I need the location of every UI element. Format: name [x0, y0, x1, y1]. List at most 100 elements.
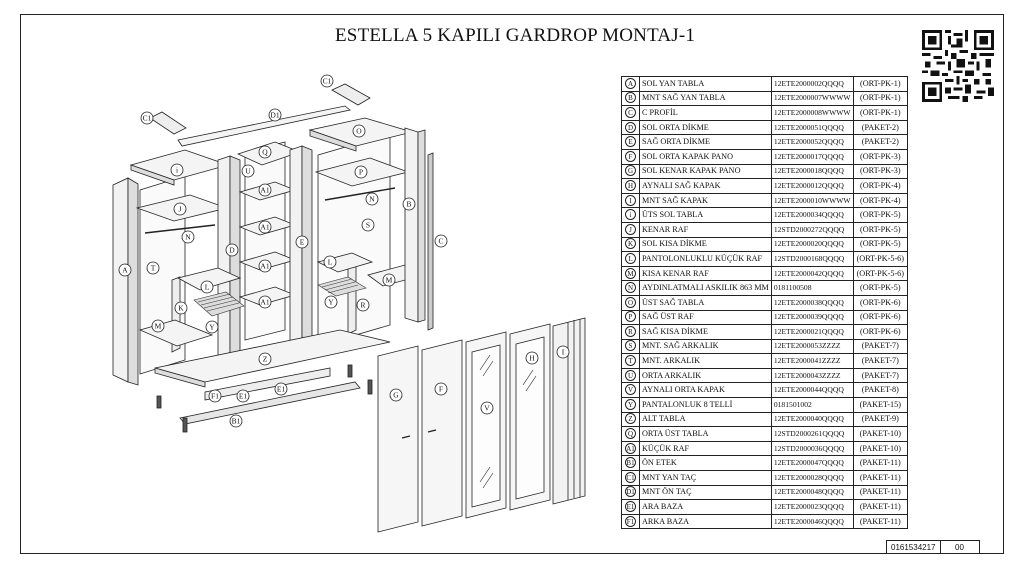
- part-code-cell: C1: [621, 470, 640, 486]
- part-ref-cell: 12ETE2000038QQQQ: [770, 294, 854, 311]
- part-name-cell: ORTA ÜST TABLA: [639, 426, 772, 442]
- part-code-badge: S: [625, 340, 636, 352]
- part-code-cell: I: [621, 192, 640, 209]
- part-package-cell: (ORT-PK-3): [852, 148, 909, 165]
- part-ref-cell: 12ETE2000008WWWW: [770, 105, 854, 121]
- svg-text:E1: E1: [277, 385, 286, 394]
- part-package-cell: (PAKET-11): [852, 499, 909, 515]
- part-package-cell: (ORT-PK-6): [852, 294, 909, 311]
- part-package-cell: (PAKET-7): [852, 353, 909, 369]
- part-label-g: G: [389, 388, 403, 402]
- part-ref-cell: 12ETE2000052QQQQ: [770, 134, 854, 150]
- part-code-badge: V: [625, 384, 636, 396]
- doors-group: [377, 317, 586, 533]
- part-package-cell: (ORT-PK-5): [852, 236, 909, 253]
- part-label-o: O: [352, 124, 366, 138]
- part-package-cell: (PAKET-11): [852, 455, 909, 472]
- svg-text:Z: Z: [263, 355, 268, 364]
- part-name-cell: SAĞ KISA DİKME: [639, 324, 772, 340]
- svg-text:A1: A1: [260, 186, 269, 195]
- part-code-badge: H: [625, 179, 636, 191]
- part-package-cell: (PAKET-11): [852, 484, 909, 501]
- part-package-cell: (ORT-PK-5): [852, 280, 909, 296]
- part-label-m: M: [382, 273, 396, 287]
- svg-text:J: J: [179, 205, 182, 214]
- part-package-cell: (PAKET-15): [852, 397, 909, 413]
- part-ref-cell: 12ETE2000039QQQQ: [770, 309, 854, 326]
- svg-text:Y: Y: [209, 323, 215, 332]
- part-b1-front-skirt: [179, 381, 361, 425]
- page-title: ESTELLA 5 KAPILI GARDROP MONTAJ-1: [335, 25, 696, 46]
- part-package-cell: (ORT-PK-1): [852, 90, 909, 107]
- svg-text:L: L: [205, 283, 210, 292]
- part-code-badge: K: [625, 238, 636, 250]
- part-package-cell: (ORT-PK-1): [852, 105, 909, 121]
- svg-text:B: B: [406, 200, 411, 209]
- part-package-cell: (PAKET-11): [852, 513, 909, 530]
- part-ref-cell: 12ETE2000020QQQQ: [770, 236, 854, 253]
- part-label-c1: C1: [320, 74, 334, 88]
- part-code-cell: M: [621, 265, 640, 282]
- part-ref-cell: 12ETE2000023QQQQ: [770, 499, 854, 515]
- svg-text:P: P: [359, 168, 363, 177]
- part-y-pants-rack: [193, 291, 245, 317]
- part-d-middle-post: [217, 155, 231, 361]
- part-code-cell: R: [621, 324, 640, 340]
- leg-icon: [156, 364, 373, 433]
- part-ref-cell: 12ETE2000051QQQQ: [770, 119, 854, 136]
- part-code-badge: D: [625, 121, 636, 133]
- svg-text:A: A: [122, 266, 128, 275]
- part-label-a1: A1: [258, 183, 272, 197]
- part-code-badge: C: [625, 106, 636, 118]
- part-label-i: I: [556, 345, 570, 359]
- part-package-cell: (PAKET-7): [852, 338, 909, 355]
- part-label-i: i: [170, 163, 184, 177]
- part-package-cell: (ORT-PK-5-6): [852, 251, 909, 267]
- svg-text:A1: A1: [260, 298, 269, 307]
- crown-pieces: [149, 83, 371, 147]
- svg-text:U: U: [245, 167, 251, 176]
- part-c-profile: [427, 152, 434, 331]
- part-label-q: Q: [258, 145, 272, 159]
- part-name-cell: MNT ÖN TAÇ: [639, 484, 772, 501]
- part-label-a1: A1: [258, 220, 272, 234]
- part-label-h: H: [525, 351, 539, 365]
- part-label-t: T: [146, 261, 160, 275]
- part-code-cell: J: [621, 221, 640, 238]
- part-ref-cell: 12ETE2000034QQQQ: [770, 207, 854, 223]
- part-code-cell: D: [621, 119, 640, 136]
- part-code-badge: C1: [625, 471, 636, 483]
- part-label-v: V: [480, 401, 494, 415]
- svg-text:T: T: [151, 264, 156, 273]
- part-code-badge: L: [625, 252, 636, 264]
- part-code-cell: L: [621, 251, 640, 267]
- part-name-cell: KISA KENAR RAF: [639, 265, 772, 282]
- svg-text:i: i: [176, 166, 178, 175]
- part-package-cell: (PAKET-10): [852, 440, 909, 457]
- part-code-badge: N: [625, 282, 636, 294]
- part-name-cell: MNT. ARKALIK: [639, 353, 772, 369]
- part-ref-cell: 12STD2000261QQQQ: [770, 426, 854, 442]
- part-ref-cell: 0181501002: [770, 397, 854, 413]
- part-label-a: A: [118, 263, 132, 277]
- svg-text:K: K: [178, 304, 184, 313]
- part-label-e1: E1: [236, 389, 250, 403]
- document-number: 0161534217: [886, 540, 941, 554]
- svg-text:L: L: [328, 258, 333, 267]
- svg-text:F: F: [439, 385, 443, 394]
- part-label-e1: E1: [274, 382, 288, 396]
- part-code-cell: Z: [621, 411, 640, 428]
- part-code-badge: A1: [625, 442, 636, 454]
